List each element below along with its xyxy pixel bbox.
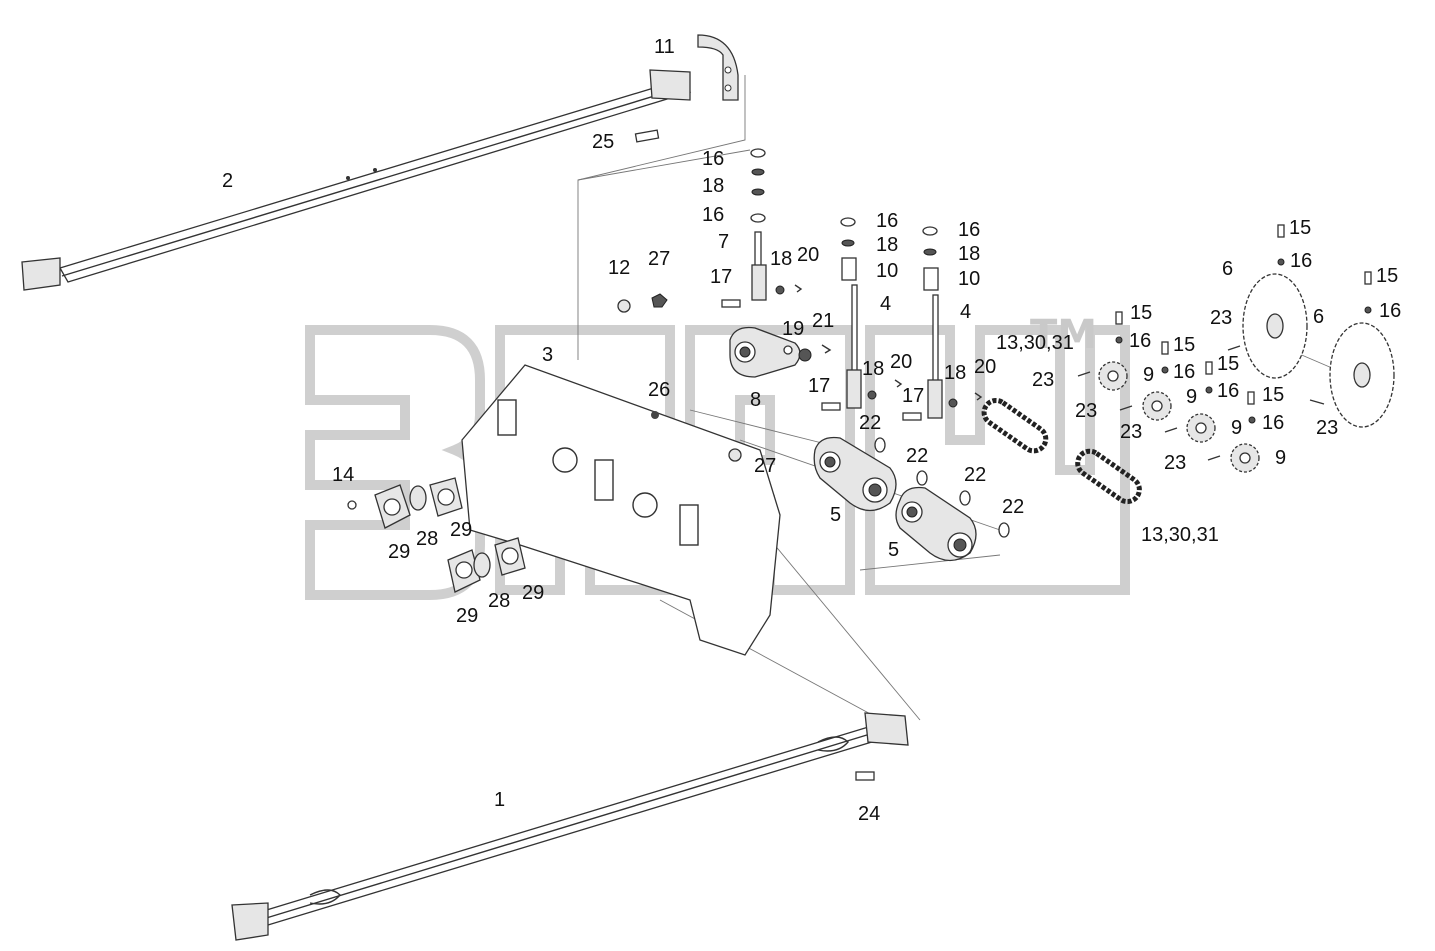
label-part-15: 15 xyxy=(1130,302,1152,324)
label-part-20: 20 xyxy=(974,356,996,378)
label-part-6: 6 xyxy=(1313,306,1324,328)
label-part-9: 9 xyxy=(1231,417,1242,439)
label-part-4: 4 xyxy=(960,301,971,323)
label-part-17: 17 xyxy=(902,385,924,407)
label-part-29: 29 xyxy=(388,541,410,563)
label-part-23: 23 xyxy=(1075,400,1097,422)
label-part-3: 3 xyxy=(542,344,553,366)
label-part-18: 18 xyxy=(770,248,792,270)
label-part-22: 22 xyxy=(906,445,928,467)
sprocket-part-6-a xyxy=(1242,224,1308,379)
callout-labels: 1 2 3 4 4 5 5 6 6 7 8 9 9 9 9 10 10 11 1… xyxy=(222,36,1401,825)
chain-part-13-upper xyxy=(981,397,1049,454)
label-part-18: 18 xyxy=(944,362,966,384)
label-part-8: 8 xyxy=(750,389,761,411)
label-part-15: 15 xyxy=(1289,217,1311,239)
label-part-10: 10 xyxy=(876,260,898,282)
label-part-15: 15 xyxy=(1376,265,1398,287)
label-part-28: 28 xyxy=(488,590,510,612)
chain-part-13-lower xyxy=(1075,448,1142,505)
label-part-15: 15 xyxy=(1173,334,1195,356)
label-part-18: 18 xyxy=(958,243,980,265)
label-part-24: 24 xyxy=(858,803,880,825)
label-part-16: 16 xyxy=(1262,412,1284,434)
label-part-6: 6 xyxy=(1222,258,1233,280)
label-part-20: 20 xyxy=(797,244,819,266)
bolt-part-25 xyxy=(634,129,660,143)
label-part-16: 16 xyxy=(1217,380,1239,402)
pins-part-23 xyxy=(1077,345,1325,461)
label-part-22: 22 xyxy=(859,412,881,434)
label-part-16: 16 xyxy=(702,204,724,226)
label-part-16: 16 xyxy=(1129,330,1151,352)
sprocket-part-9-d xyxy=(1230,391,1260,473)
label-part-29: 29 xyxy=(456,605,478,627)
label-part-14: 14 xyxy=(332,464,354,486)
label-part-2: 2 xyxy=(222,170,233,192)
label-part-18: 18 xyxy=(876,234,898,256)
label-part-28: 28 xyxy=(416,528,438,550)
label-part-7: 7 xyxy=(718,231,729,253)
label-part-23: 23 xyxy=(1164,452,1186,474)
label-part-15: 15 xyxy=(1217,353,1239,375)
shaft-part-4-left xyxy=(821,217,877,411)
label-part-23: 23 xyxy=(1210,307,1232,329)
leader-lines xyxy=(577,75,1361,731)
lever-plate-part-8 xyxy=(729,326,832,378)
label-part-16: 16 xyxy=(1173,361,1195,383)
beam-part-1 xyxy=(231,712,909,941)
washers-12-27 xyxy=(617,293,742,462)
sprocket-part-6-b xyxy=(1329,271,1395,428)
sprocket-part-9-c xyxy=(1186,361,1216,443)
label-part-9: 9 xyxy=(1186,386,1197,408)
arm-plate-part-5-upper xyxy=(813,436,928,512)
label-part-9: 9 xyxy=(1143,364,1154,386)
label-part-23: 23 xyxy=(1316,417,1338,439)
label-part-16: 16 xyxy=(958,219,980,241)
bracket-part-11 xyxy=(697,34,739,101)
label-part-23: 23 xyxy=(1120,421,1142,443)
label-part-16: 16 xyxy=(876,210,898,232)
label-part-27: 27 xyxy=(648,248,670,270)
arm-plate-part-5-lower xyxy=(895,486,1010,562)
label-part-18: 18 xyxy=(702,175,724,197)
label-part-18: 18 xyxy=(862,358,884,380)
sprocket-part-9-a xyxy=(1098,311,1128,391)
label-part-25: 25 xyxy=(592,131,614,153)
label-part-15: 15 xyxy=(1262,384,1284,406)
label-part-9: 9 xyxy=(1275,447,1286,469)
label-part-17: 17 xyxy=(808,375,830,397)
label-part-17: 17 xyxy=(710,266,732,288)
label-part-29: 29 xyxy=(522,582,544,604)
label-part-16: 16 xyxy=(702,148,724,170)
label-part-27: 27 xyxy=(754,455,776,477)
label-part-12: 12 xyxy=(608,257,630,279)
label-part-11: 11 xyxy=(654,36,675,58)
label-part-29: 29 xyxy=(450,519,472,541)
label-part-5: 5 xyxy=(888,539,899,561)
label-part-5: 5 xyxy=(830,504,841,526)
label-part-10: 10 xyxy=(958,268,980,290)
label-part-16: 16 xyxy=(1379,300,1401,322)
label-part-21: 21 xyxy=(812,310,834,332)
label-part-4: 4 xyxy=(880,293,891,315)
shaft-part-7 xyxy=(721,148,803,308)
label-part-1: 1 xyxy=(494,789,505,811)
sprocket-part-9-b xyxy=(1142,341,1172,421)
label-part-13: 13,30,31 xyxy=(996,332,1074,354)
watermark-trademark: TM xyxy=(1030,312,1097,358)
label-part-16: 16 xyxy=(1290,250,1312,272)
label-part-13: 13,30,31 xyxy=(1141,524,1219,546)
label-part-19: 19 xyxy=(782,318,804,340)
label-part-26: 26 xyxy=(648,379,670,401)
label-part-22: 22 xyxy=(1002,496,1024,518)
label-part-22: 22 xyxy=(964,464,986,486)
label-part-20: 20 xyxy=(890,351,912,373)
shaft-part-4-right xyxy=(894,226,983,421)
label-part-23: 23 xyxy=(1032,369,1054,391)
beam-part-2 xyxy=(21,69,692,291)
bearing-group-left xyxy=(347,477,526,593)
